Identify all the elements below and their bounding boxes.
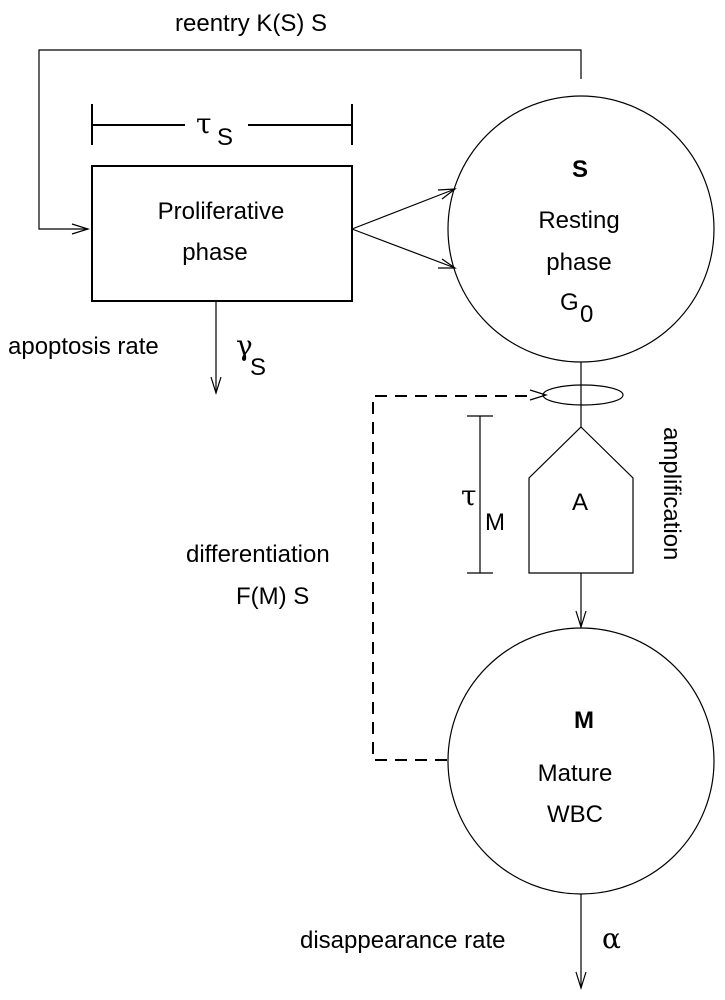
amplifier-to-mature-arrowhead bbox=[575, 610, 587, 630]
amplification-block-label: A bbox=[572, 489, 588, 516]
disappearance-arrowhead bbox=[575, 971, 587, 991]
apoptosis-gamma: γ bbox=[236, 329, 253, 362]
tau-s-bracket bbox=[91, 104, 353, 145]
division-arrowhead-lower bbox=[438, 258, 457, 269]
disappearance-alpha: α bbox=[602, 922, 621, 955]
differentiation-arrowhead bbox=[529, 389, 549, 401]
division-arrow-lower bbox=[351, 228, 456, 269]
reentry-label: reentry K(S) S bbox=[175, 10, 327, 37]
resting-node-line2: phase bbox=[546, 249, 611, 276]
differentiation-junction bbox=[542, 384, 624, 406]
proliferative-label-line2: phase bbox=[182, 239, 247, 266]
mature-node-line2: WBC bbox=[547, 801, 603, 828]
resting-node-title: S bbox=[572, 156, 588, 183]
mature-node-line1: Mature bbox=[538, 760, 613, 787]
resting-node-g0-subscript: 0 bbox=[580, 301, 593, 328]
tau-m-bracket bbox=[467, 415, 493, 574]
tau-s-symbol: τ bbox=[196, 107, 212, 140]
proliferative-phase-box bbox=[91, 165, 353, 302]
differentiation-feedback-arrow bbox=[372, 395, 535, 761]
reentry-arrowhead bbox=[71, 223, 91, 235]
apoptosis-label: apoptosis rate bbox=[8, 333, 159, 360]
differentiation-label-line1: differentiation bbox=[186, 541, 330, 568]
resting-node-line1: Resting bbox=[538, 207, 619, 234]
proliferative-label-line1: Proliferative bbox=[158, 198, 285, 225]
tau-m-subscript: M bbox=[485, 509, 505, 536]
division-arrow-upper bbox=[351, 188, 456, 230]
division-arrowhead-upper bbox=[437, 188, 457, 200]
differentiation-label-line2: F(M) S bbox=[236, 583, 309, 610]
mature-node-title: M bbox=[574, 707, 594, 734]
disappearance-label: disappearance rate bbox=[300, 927, 505, 954]
amplification-side-label: amplification bbox=[658, 427, 685, 560]
apoptosis-arrowhead bbox=[210, 376, 222, 396]
tau-s-subscript: S bbox=[217, 124, 233, 151]
reentry-arrow bbox=[38, 49, 582, 230]
tau-m-symbol: τ bbox=[461, 479, 477, 512]
apoptosis-subscript: S bbox=[250, 354, 266, 381]
resting-node-g0: G bbox=[560, 289, 579, 316]
